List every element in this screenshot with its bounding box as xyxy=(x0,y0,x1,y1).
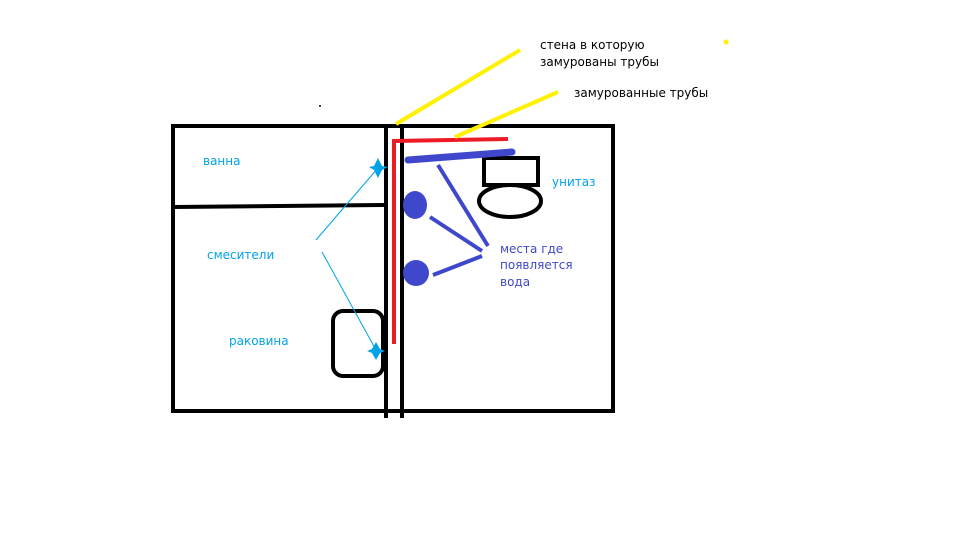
wall-callout-line xyxy=(394,48,522,126)
hidden-pipe xyxy=(392,137,509,344)
mixer-icon-top xyxy=(369,158,388,178)
label-wall-1: стена в которую xyxy=(540,38,645,52)
label-bath: ванна xyxy=(203,154,240,168)
label-wall-2: замурованы трубы xyxy=(540,55,659,69)
toilet-bowl xyxy=(477,183,543,219)
black-dot xyxy=(319,105,321,107)
bath-divider xyxy=(172,203,387,209)
water-pointer-1 xyxy=(436,163,490,248)
label-water-3: вода xyxy=(500,275,530,289)
mixer-pointer-bottom xyxy=(321,251,377,351)
label-toilet: унитаз xyxy=(552,175,595,189)
yellow-dot xyxy=(723,39,729,45)
water-stain-top xyxy=(404,148,516,164)
sink-shape xyxy=(331,309,385,378)
label-sink: раковина xyxy=(229,334,289,348)
water-stain-middle xyxy=(403,191,427,219)
water-pointer-3 xyxy=(432,254,483,277)
mixer-pointer-top xyxy=(315,167,379,241)
label-mixers: смесители xyxy=(207,248,274,262)
mixer-icon-bottom xyxy=(367,342,385,360)
toilet-tank xyxy=(482,156,540,187)
label-water-1: места где xyxy=(500,242,563,256)
label-water-2: появляется xyxy=(500,258,573,272)
outer-walls xyxy=(171,124,615,413)
label-pipes: замурованные трубы xyxy=(574,86,708,100)
water-stain-bottom xyxy=(403,260,429,286)
water-pointer-2 xyxy=(428,215,484,253)
pipes-callout-line xyxy=(454,90,559,139)
